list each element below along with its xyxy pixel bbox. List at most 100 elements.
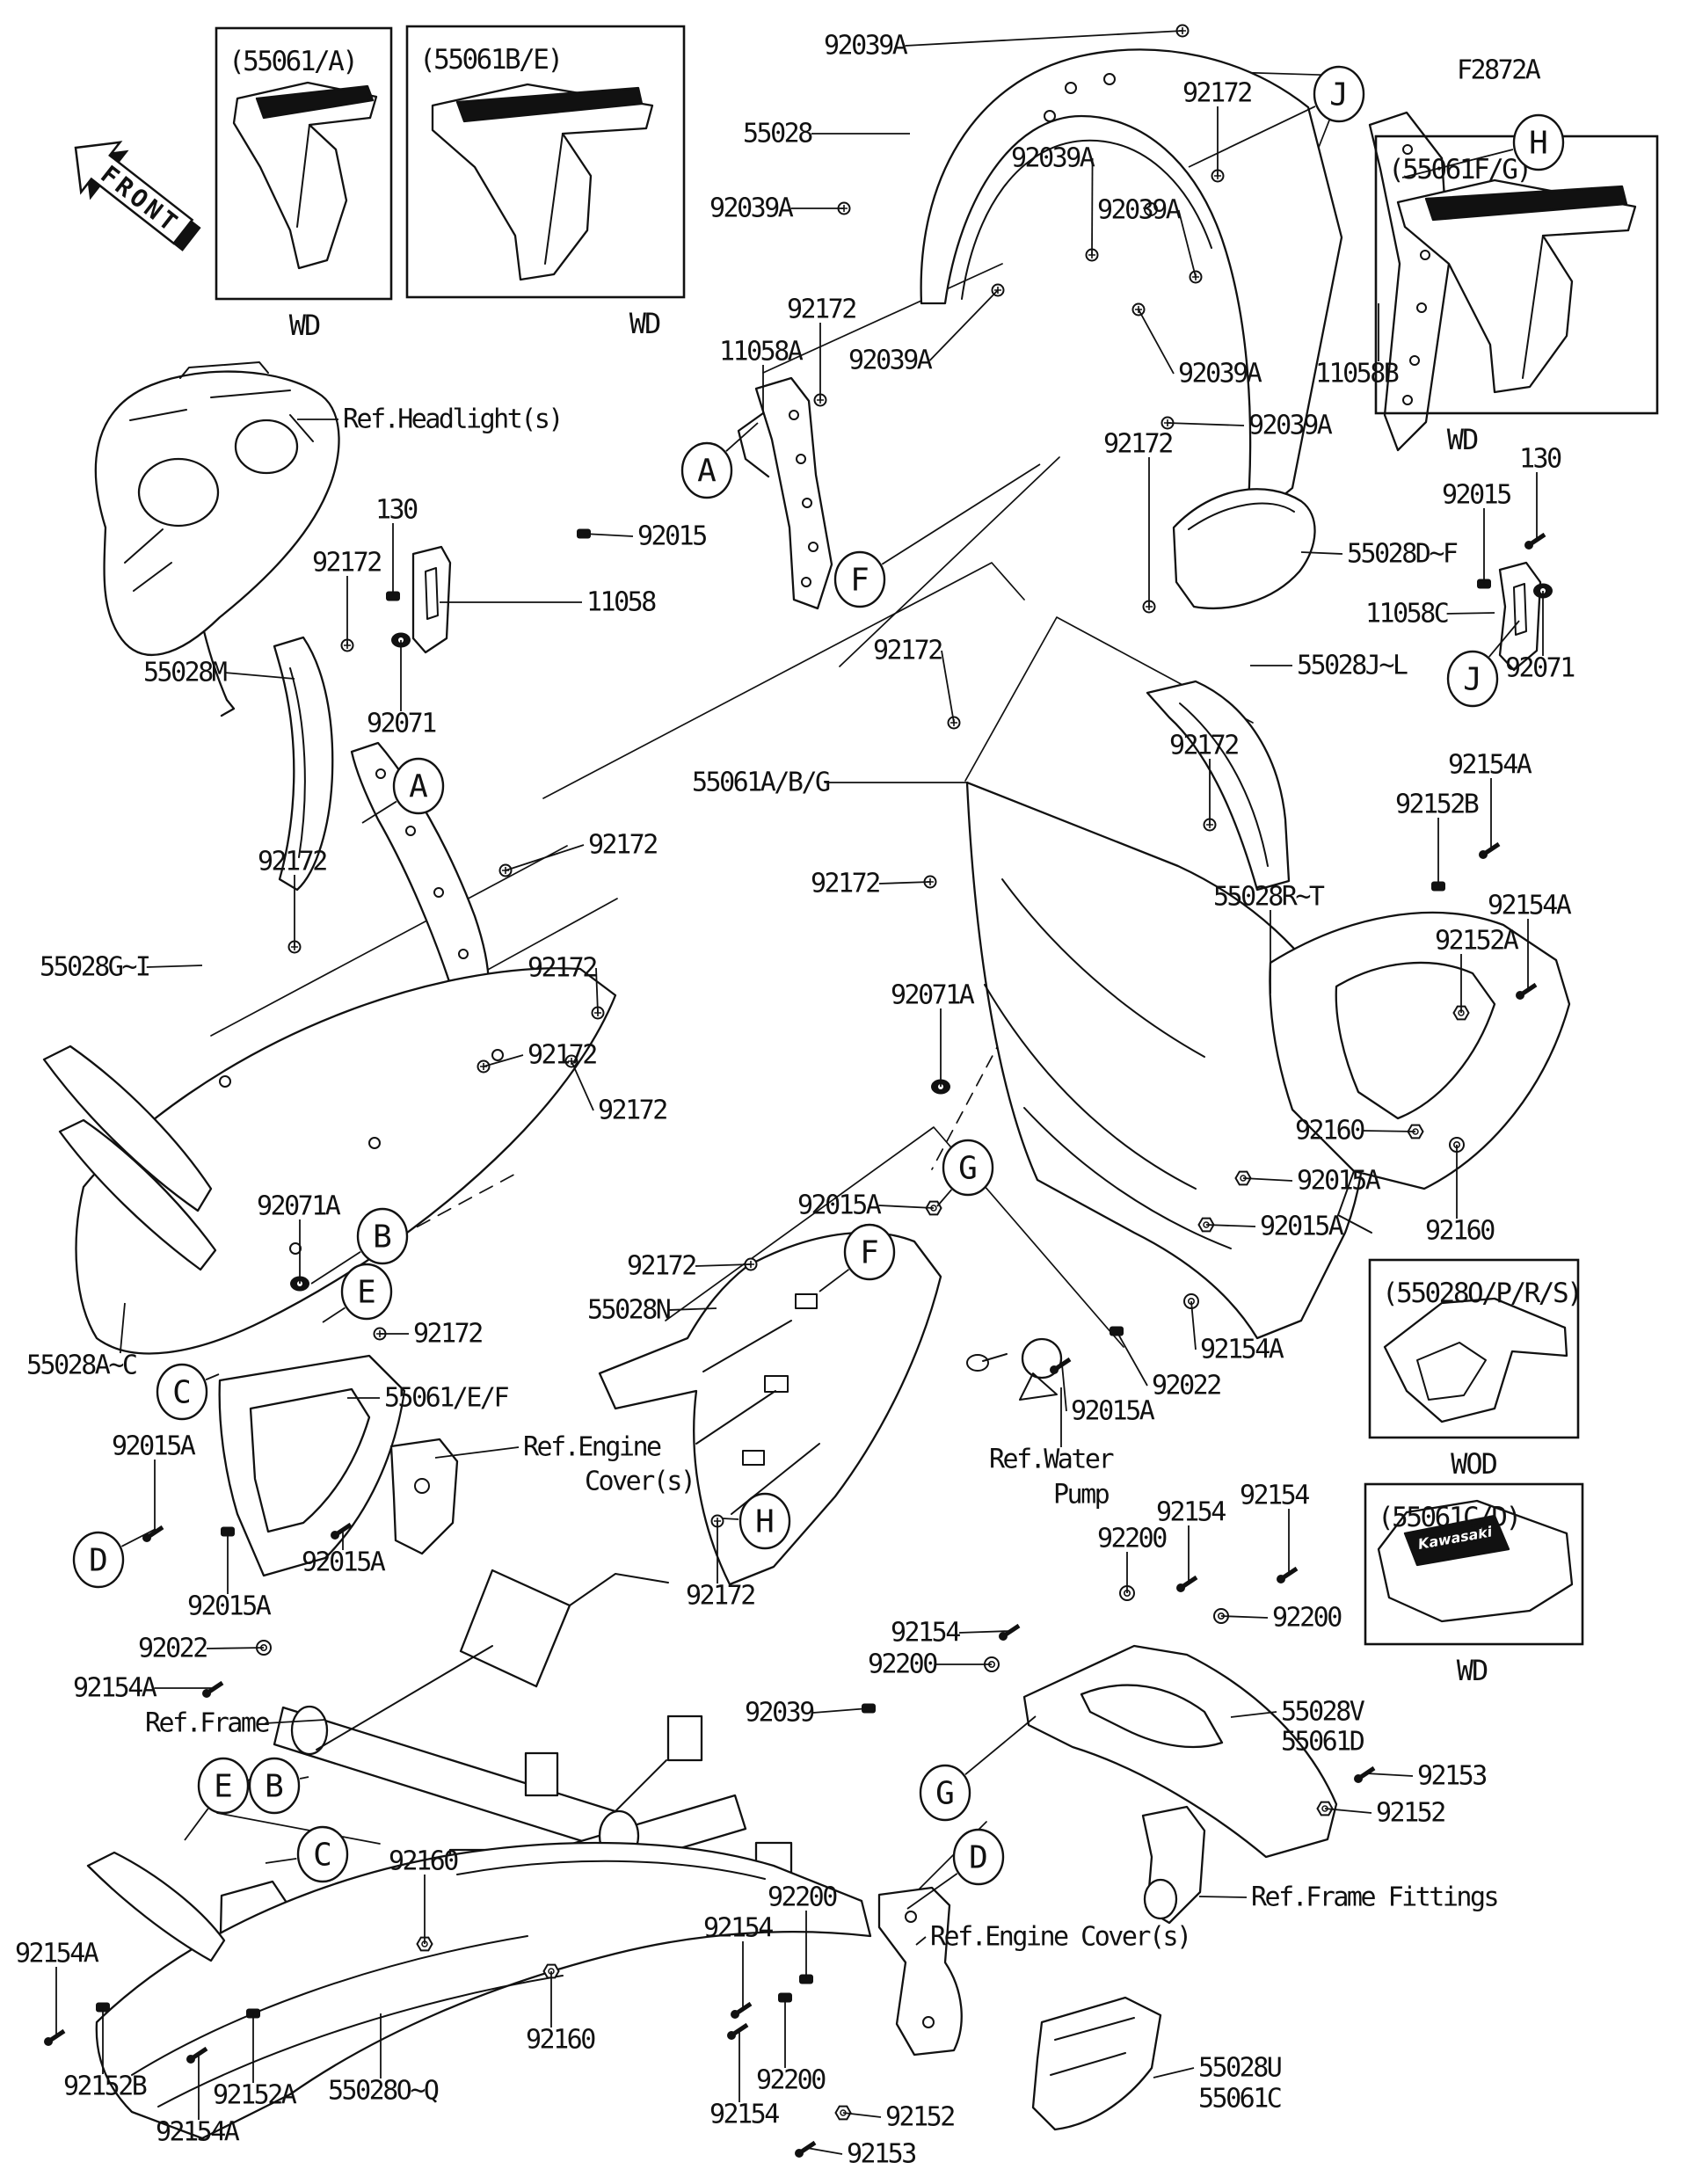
bracket-11058A-arm: [737, 411, 770, 478]
part-label: 92154A: [1200, 1335, 1284, 1365]
ref-leader-line: [361, 800, 397, 824]
bolt-icon: [999, 1632, 1008, 1641]
inset-part-dark: [1403, 1514, 1510, 1567]
panel-55028GI-holes: [219, 1049, 504, 1255]
part-label: 92172: [258, 847, 326, 877]
ref-leader-line: [184, 1808, 209, 1841]
leader-line: [1324, 1808, 1372, 1814]
ref-circle-H: [738, 1492, 791, 1550]
leader-line: [483, 1054, 524, 1067]
inset-part: [431, 83, 654, 281]
part-label: 92172: [413, 1319, 482, 1350]
part-label: 92154: [709, 2100, 779, 2130]
inset-part-line: [1522, 235, 1544, 379]
part-label: 92172: [588, 830, 657, 861]
frame-fitting-tube: [1143, 1878, 1178, 1920]
leader-line: [224, 672, 295, 680]
part-label: Ref.Engine Cover(s): [930, 1922, 1190, 1953]
ref-circle-F: [843, 1223, 896, 1281]
part-label: 92153: [1417, 1761, 1486, 1792]
panel-55028JL: [1146, 680, 1291, 892]
leader-line: [571, 1060, 594, 1111]
part-label: 92015A: [1260, 1212, 1344, 1242]
part-label: 92172: [1169, 731, 1238, 761]
bolt-icon: [1524, 541, 1533, 550]
ref-circle-C: [296, 1825, 349, 1883]
leader-line: [1167, 422, 1245, 426]
part-label: 92039A: [848, 346, 933, 376]
panel-55028M: [273, 636, 334, 892]
ref-circle-letter: H: [1529, 126, 1548, 162]
part-label: 92015A: [302, 1547, 386, 1578]
part-label: 55028D~F: [1347, 539, 1458, 570]
view-caption: WD: [629, 307, 660, 340]
headlight-lens: [137, 419, 299, 528]
panel-55028U-inner: [1050, 2017, 1135, 2076]
bracket-11058A: [754, 376, 833, 610]
panel-55028JL-inner: [1179, 703, 1269, 867]
part-label: 92172: [627, 1251, 695, 1282]
bolt-icon: [186, 2055, 195, 2064]
part-label: 92015A: [797, 1190, 882, 1221]
part-label: 92015A: [112, 1431, 196, 1462]
construction-line: [210, 845, 568, 1037]
leader-line: [595, 967, 599, 1014]
bolt-icon: [331, 1531, 339, 1540]
leader-line: [915, 1936, 927, 1946]
ref-circle-E: [197, 1757, 250, 1815]
part-label: 92039A: [1011, 143, 1095, 174]
part-label: 92172: [598, 1096, 666, 1126]
leader-line: [583, 533, 634, 537]
ref-circle-letter: C: [313, 1838, 332, 1874]
part-label: 11058B: [1315, 359, 1399, 389]
ref-leader-line: [1401, 149, 1514, 178]
part-label: 92152: [1376, 1798, 1444, 1829]
view-caption: WD: [1447, 423, 1478, 456]
panel-55028RT-window: [1335, 961, 1496, 1120]
part-label: 55028O~Q: [328, 2076, 439, 2107]
bracket-11058C: [1498, 561, 1542, 672]
part-label: 92200: [868, 1649, 937, 1680]
part-label: 55028J~L: [1297, 651, 1408, 681]
bolt-icon: [795, 2149, 804, 2158]
ref-circle-B: [248, 1757, 301, 1815]
ref-circle-A: [680, 441, 733, 499]
part-label: 92039A: [824, 31, 908, 62]
ref-leader-line: [964, 1715, 1037, 1776]
ref-circle-B: [356, 1207, 409, 1265]
front-arrow-label: FRONT: [95, 160, 186, 239]
part-label: Ref.Frame: [145, 1708, 269, 1739]
construction-line: [762, 263, 1003, 374]
view-caption: WD: [1457, 1654, 1488, 1687]
ref-circle-letter: G: [958, 1151, 978, 1187]
panel-55061EF: [218, 1354, 406, 1577]
bolt-icon: [1354, 1774, 1363, 1783]
inset-box-label: (55061C/D): [1378, 1502, 1520, 1533]
bracket-11058: [411, 545, 452, 654]
inset-part-line: [296, 124, 310, 228]
leader-line: [1198, 1896, 1248, 1898]
part-label: 92071A: [257, 1191, 341, 1222]
leader-line: [505, 844, 585, 871]
part-label: 55061A/B/G: [692, 768, 830, 798]
construction-line: [665, 1126, 1124, 1348]
bracket-11058C-slot: [1513, 583, 1527, 636]
inset-part-line: [544, 133, 564, 265]
part-label: 92172: [787, 295, 855, 325]
inset-box-label: (55061/A): [229, 46, 356, 77]
leader-line: [1116, 1330, 1148, 1387]
ref-circle-letter: G: [935, 1776, 955, 1812]
leader-line: [1230, 1711, 1277, 1718]
part-label: 130: [375, 495, 418, 526]
part-label: 92022: [138, 1634, 207, 1664]
part-label: 55028M: [143, 658, 227, 688]
inset-part-dark: [455, 86, 644, 123]
inset-box-label: (55061F/G): [1388, 154, 1531, 186]
part-label: 92154A: [156, 2117, 240, 2148]
leader-line: [878, 881, 931, 885]
panel-55028RT-tab: [1337, 1170, 1372, 1234]
part-label: 55061C: [1198, 2084, 1281, 2115]
part-label: 92172: [1103, 429, 1172, 460]
part-label: 92071A: [891, 980, 975, 1011]
ref-circle-J: [1313, 65, 1365, 123]
